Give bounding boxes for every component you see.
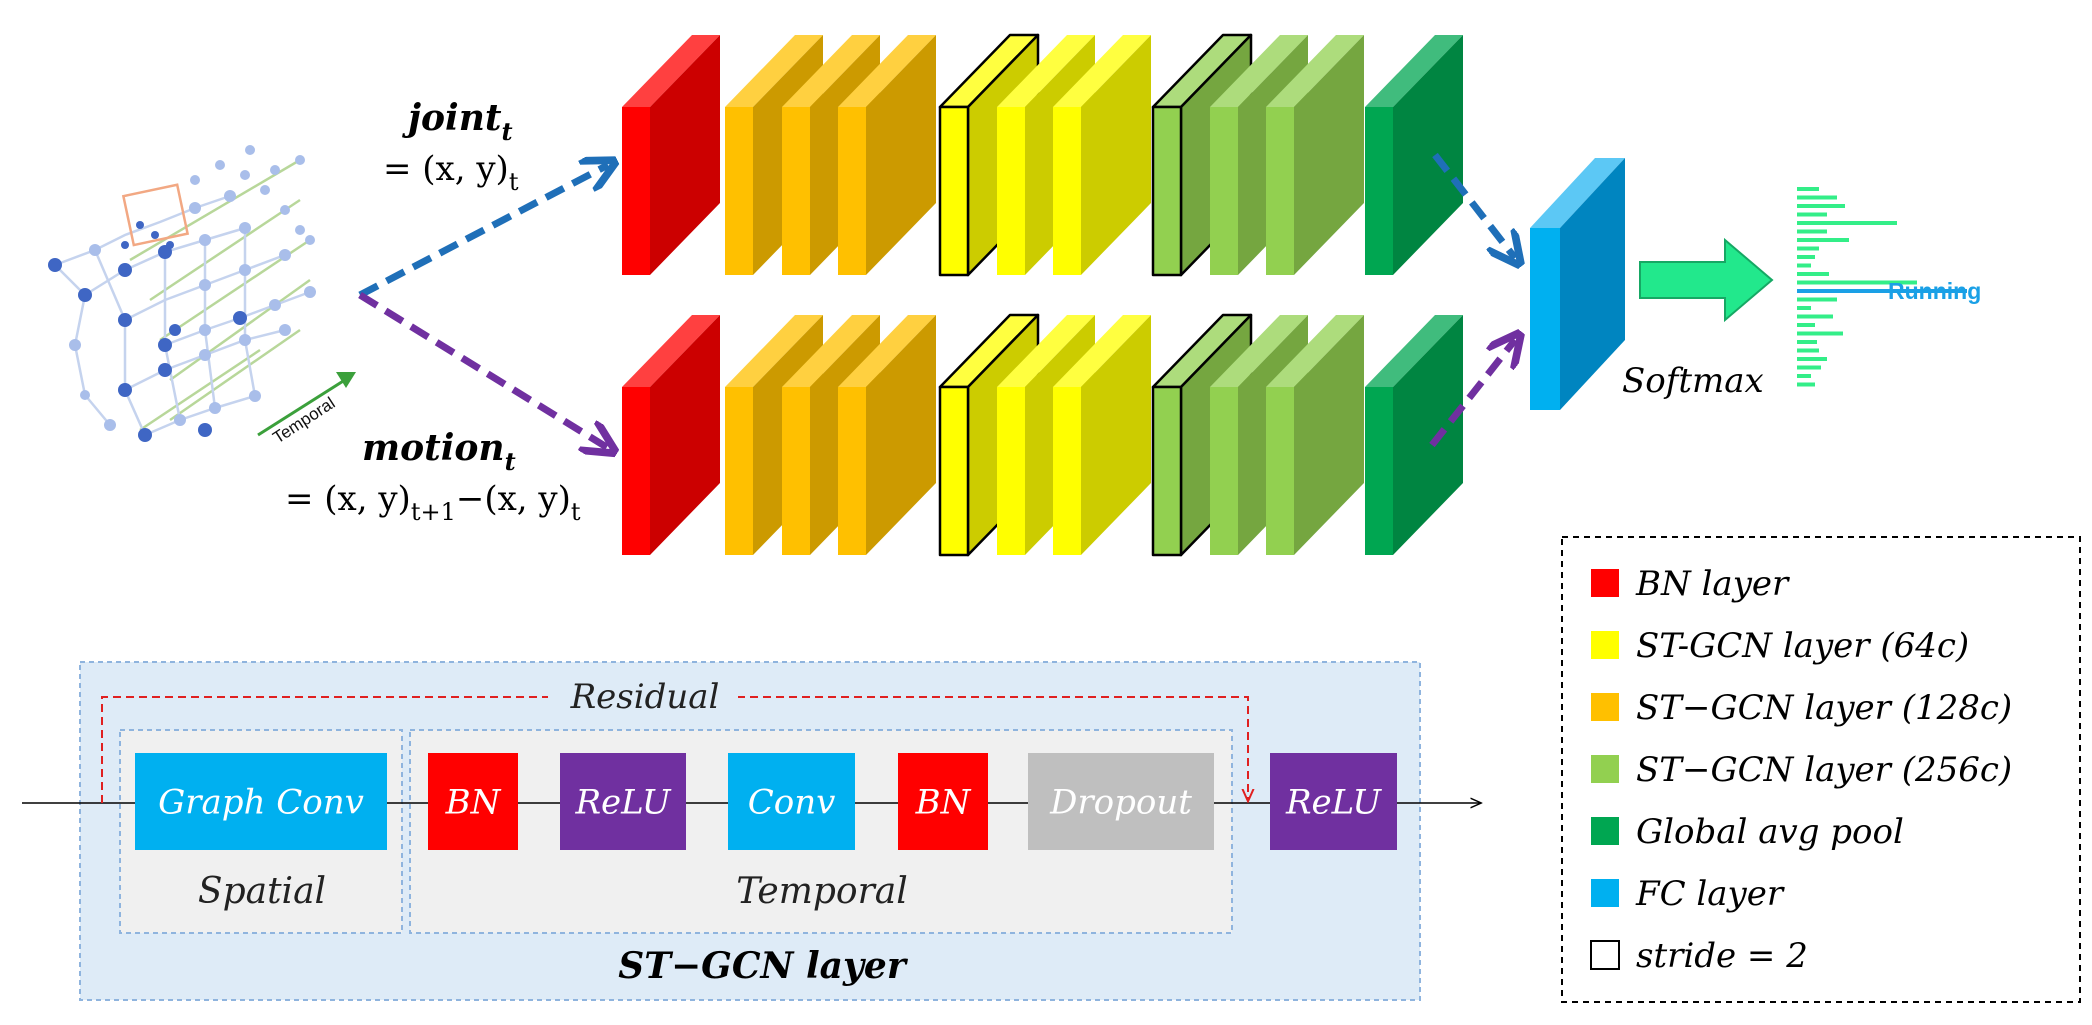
- svg-text:motiont: motiont: [362, 427, 516, 476]
- output-bar: [1797, 374, 1811, 378]
- temporal-label: Temporal: [736, 871, 908, 912]
- legend-label: Global avg pool: [1636, 812, 1904, 852]
- stgcn-64-block: [1053, 315, 1151, 555]
- op-label: Conv: [748, 783, 836, 823]
- output-bar: [1797, 323, 1815, 327]
- legend-label: ST-GCN layer (64c): [1636, 626, 1969, 666]
- conv-op: Conv: [728, 753, 855, 850]
- op-label: Graph Conv: [158, 783, 364, 823]
- joint-input-label: jointt = (x, y)t: [383, 97, 519, 196]
- stgcn-256-block: [1266, 315, 1364, 555]
- bn-2-op: BN: [898, 753, 988, 850]
- output-bar: [1797, 212, 1827, 217]
- legend-swatch: [1591, 631, 1619, 659]
- output-bar: [1797, 331, 1843, 336]
- relu-2-op: ReLU: [1270, 753, 1397, 850]
- stgcn-128-block: [838, 315, 936, 555]
- op-label: ReLU: [1285, 783, 1382, 823]
- motion-input-label: motiont = (x, y)t+1−(x, y)t: [285, 427, 581, 526]
- svg-text:jointt: jointt: [402, 97, 513, 146]
- bn-block: [622, 315, 720, 555]
- softmax-arrow: [1639, 237, 1774, 323]
- svg-text:= (x, y)t: = (x, y)t: [383, 149, 519, 196]
- legend-item: ST−GCN layer (128c): [1591, 688, 2012, 728]
- bn-block: [622, 35, 720, 275]
- legend-swatch: [1591, 755, 1619, 783]
- graph-conv-op: Graph Conv: [135, 753, 387, 850]
- output-bar: [1797, 221, 1897, 225]
- output-bar: [1797, 280, 1917, 285]
- output-bar: [1797, 340, 1817, 344]
- fc-layer: [1530, 158, 1625, 410]
- block-title: ST−GCN layer: [618, 945, 909, 987]
- output-bar: [1797, 297, 1837, 302]
- predicted-class-label: Running: [1888, 278, 1981, 304]
- motion-stream-arrow: [358, 292, 608, 448]
- legend-item: FC layer: [1591, 874, 1785, 914]
- skeleton-graph: Temporal: [48, 145, 356, 447]
- output-bar: [1797, 195, 1837, 200]
- output-bar: [1797, 382, 1815, 387]
- stgcn-layer-block: Residual Graph Conv BN ReLU Conv BN Dropout Re…: [22, 661, 1480, 1001]
- legend-item: stride = 2: [1590, 936, 1808, 976]
- op-label: Dropout: [1049, 783, 1192, 823]
- joint-stream-network: [622, 33, 1463, 277]
- joint-stream-arrow: [358, 165, 608, 299]
- output-bar: [1797, 255, 1815, 259]
- legend-label: ST−GCN layer (256c): [1636, 750, 2012, 790]
- softmax-label: Softmax: [1622, 361, 1764, 401]
- output-bar: [1797, 204, 1845, 208]
- legend-swatch: [1591, 817, 1619, 845]
- output-bar: [1797, 289, 1967, 293]
- residual-label: Residual: [570, 677, 720, 717]
- output-bar: [1797, 263, 1811, 268]
- output-bar: [1797, 306, 1811, 310]
- output-bar: [1797, 238, 1849, 242]
- stgcn-64-block: [1053, 35, 1151, 275]
- motion-to-fc-arrow: [1429, 340, 1515, 448]
- output-bar: [1797, 314, 1833, 319]
- legend-item: ST-GCN layer (64c): [1591, 626, 1969, 666]
- stgcn-256-block: [1266, 35, 1364, 275]
- output-bar: [1797, 246, 1819, 251]
- global-pool-block: [1365, 315, 1463, 555]
- output-distribution: [1797, 187, 1967, 387]
- bn-1-op: BN: [428, 753, 518, 850]
- global-pool-block: [1365, 35, 1463, 275]
- legend-swatch: [1591, 569, 1619, 597]
- legend-label: ST−GCN layer (128c): [1636, 688, 2012, 728]
- legend-swatch: [1590, 940, 1620, 970]
- output-bar: [1797, 229, 1827, 234]
- output-bar: [1797, 272, 1829, 276]
- output-bar: [1797, 348, 1819, 353]
- op-label: ReLU: [574, 783, 671, 823]
- op-label: BN: [915, 783, 972, 823]
- legend-swatch: [1591, 693, 1619, 721]
- legend-item: BN layer: [1591, 564, 1790, 604]
- legend-label: FC layer: [1635, 874, 1785, 914]
- spatial-label: Spatial: [198, 871, 326, 912]
- dropout-op: Dropout: [1028, 753, 1214, 850]
- joint-to-fc-arrow: [1432, 152, 1515, 258]
- op-label: BN: [445, 783, 502, 823]
- legend-label: stride = 2: [1636, 936, 1808, 976]
- legend-label: BN layer: [1635, 564, 1790, 604]
- relu-1-op: ReLU: [560, 753, 686, 850]
- stgcn-128-block: [838, 35, 936, 275]
- output-bar: [1797, 187, 1819, 191]
- legend-item: Global avg pool: [1591, 812, 1904, 852]
- legend-swatch: [1591, 879, 1619, 907]
- output-bar: [1797, 365, 1821, 370]
- svg-text:= (x, y)t+1−(x, y)t: = (x, y)t+1−(x, y)t: [285, 479, 581, 526]
- motion-stream-network: [622, 313, 1463, 557]
- output-bar: [1797, 357, 1827, 361]
- legend-item: ST−GCN layer (256c): [1591, 750, 2012, 790]
